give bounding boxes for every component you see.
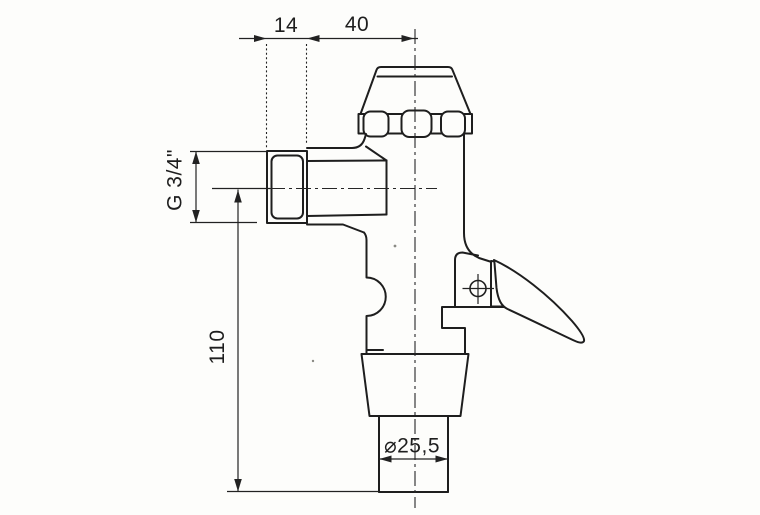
inlet-thread [266, 150, 308, 224]
dim-height-110: 110 [206, 189, 379, 493]
scan-speck [393, 244, 397, 248]
pivot-screw-icon [462, 274, 494, 304]
centerlines [212, 29, 437, 508]
dim-outlet-diameter: ⌀25,5 [379, 435, 448, 463]
dim-offset-14: 14 [239, 14, 418, 149]
valve-body-outline [363, 132, 491, 355]
dim-label-110: 110 [206, 330, 229, 365]
thread-relief-line [270, 154, 304, 220]
outlet-pipe [378, 415, 449, 493]
knurled-ring [357, 109, 473, 138]
knurl-bump [440, 110, 466, 138]
flush-lever [490, 259, 586, 344]
dim-label-40: 40 [345, 13, 369, 36]
dim-label-14: 14 [274, 14, 298, 37]
scan-speck [311, 359, 315, 363]
dim-thread-g34: G 3/4" [164, 149, 266, 224]
dim-label-thread: G 3/4" [164, 149, 187, 211]
knurl-bump [400, 109, 433, 138]
dim-depth-40: 40 [307, 13, 414, 42]
knurl-bump [362, 110, 390, 138]
inlet-cone [306, 133, 388, 234]
dim-label-diameter: ⌀25,5 [384, 435, 440, 458]
lever-blade [493, 259, 586, 344]
coupling-nut [360, 353, 470, 417]
lever-housing [441, 251, 508, 355]
